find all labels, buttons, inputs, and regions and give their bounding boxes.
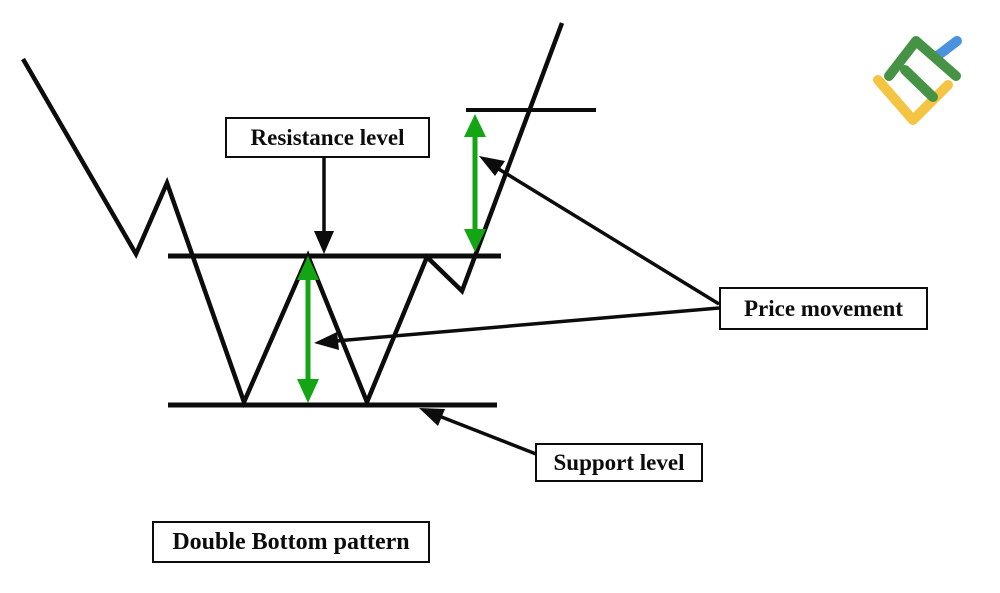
support-pointer-shaft <box>438 414 537 456</box>
breakout-height-arrowhead-up <box>464 114 486 137</box>
logo-green-mark <box>884 36 961 81</box>
support-pointer-arrowhead <box>419 408 445 426</box>
resistance-pointer-arrow <box>314 158 334 254</box>
resistance-pointer-arrowhead <box>314 231 334 254</box>
price-movement-pointer-lower <box>314 306 720 350</box>
price-movement-pointer-upper-shaft <box>496 166 720 306</box>
breakout-height-arrow <box>464 114 486 252</box>
logo-yellow-check <box>873 75 953 125</box>
breakout-height-arrowhead-down <box>464 229 486 252</box>
price-movement-label: Price movement <box>719 287 928 330</box>
price-movement-pointer-lower-shaft <box>335 306 720 343</box>
support-level-label: Support level <box>535 443 703 482</box>
support-pointer-arrow <box>419 408 537 456</box>
pattern-height-arrowhead-down <box>297 379 319 403</box>
price-path-line <box>21 22 565 409</box>
price-movement-pointer-lower-arrowhead <box>314 332 339 350</box>
price-movement-pointer-upper <box>479 156 720 306</box>
litefinance-logo-icon <box>873 36 962 125</box>
resistance-level-label: Resistance level <box>225 117 430 158</box>
pattern-height-arrow <box>297 256 319 403</box>
pattern-caption: Double Bottom pattern <box>152 521 430 563</box>
logo-green-inner-stroke <box>900 65 938 102</box>
pattern-height-arrowhead-up <box>297 256 319 280</box>
price-movement-pointer-upper-arrowhead <box>479 156 505 176</box>
logo-blue-stroke <box>931 36 962 62</box>
